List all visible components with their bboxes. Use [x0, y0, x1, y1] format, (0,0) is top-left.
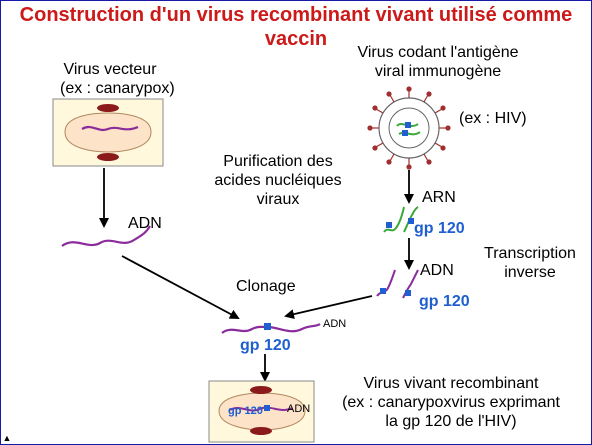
recombinant-gp-marker [264, 323, 271, 330]
hiv-gp-marker-1 [405, 122, 411, 128]
rna-gp-marker-2 [408, 218, 414, 224]
result-label: Virus vivant recombinant (ex : canarypox… [320, 374, 582, 431]
cell-gp-label: gp 120 [228, 405, 263, 417]
vector-label-line-2: (ex : canarypox) [60, 80, 175, 97]
cdna-gp-marker-1 [380, 288, 386, 294]
recombinant-nucleus-bottom [250, 427, 272, 435]
hiv-virus [367, 86, 451, 170]
cloning-label: Clonage [236, 278, 296, 295]
cdna-label: ADN [420, 262, 454, 279]
hiv-spikes [367, 86, 451, 170]
result-line-2: (ex : canarypoxvirus exprimant [342, 394, 560, 411]
diagram-title: Construction d'un virus recombinant viva… [0, 3, 592, 51]
vector-label: Virus vecteur (ex : canarypox) [60, 60, 175, 98]
coding-virus-line-2: viral immunogène [374, 63, 502, 80]
cell-dna-label: ADN [287, 403, 311, 415]
purification-line-1: Purification des [223, 153, 333, 170]
rna-gp-label: gp 120 [414, 220, 465, 237]
hiv-capsid [388, 107, 430, 149]
rna-label: ARN [422, 189, 456, 206]
recombinant-cell-gp-marker [264, 405, 270, 411]
rna-strand-2 [403, 206, 419, 233]
result-line-1: Virus vivant recombinant [363, 375, 539, 392]
vector-nucleus-top [97, 104, 119, 112]
cdna-gp-label: gp 120 [419, 293, 470, 310]
transcription-label: Transcription inverse [470, 244, 590, 282]
vector-cell-body [64, 112, 152, 153]
vector-label-line-1: Virus vecteur [63, 61, 157, 78]
purification-label: Purification des acides nucléiques virau… [203, 152, 353, 209]
transcription-line-2: inverse [504, 264, 556, 281]
arrow-cdna-to-cloning [284, 295, 373, 320]
vector-dna-strand [81, 125, 139, 132]
recombinant-dna-label: ADN [323, 318, 347, 330]
coding-virus-label: Virus codant l'antigène viral immunogène [342, 43, 534, 81]
title-line-2: vaccin [264, 28, 328, 50]
purification-line-3: viraux [256, 191, 300, 208]
recombinant-cell-dna [229, 406, 293, 412]
coding-virus-line-1: Virus codant l'antigène [357, 44, 519, 61]
rna-gp-marker-1 [386, 222, 392, 228]
triangle-up-icon[interactable]: ▲ [2, 433, 12, 443]
transcription-line-1: Transcription [484, 245, 576, 262]
purification-line-2: acides nucléiques [214, 172, 342, 189]
result-line-3: la gp 120 de l'HIV) [385, 413, 517, 430]
hiv-gp-marker-2 [402, 130, 408, 136]
vector-dna-label: ADN [128, 215, 162, 232]
title-line-1: Construction d'un virus recombinant viva… [19, 4, 573, 26]
vector-virus-cell [52, 98, 164, 167]
hiv-rna-2 [398, 131, 421, 136]
arrow-dna-to-cloning [121, 255, 240, 319]
recombinant-virus-cell [208, 380, 315, 443]
recombinant-cell-body [218, 392, 306, 431]
cdna-gp-marker-2 [405, 290, 411, 296]
rna-strand-1 [383, 206, 405, 233]
recombinant-gp-label: gp 120 [240, 337, 291, 354]
vector-nucleus-bottom [97, 153, 119, 161]
hiv-example-label: (ex : HIV) [459, 110, 527, 127]
vector-dna [61, 225, 151, 247]
recombinant-nucleus-top [250, 386, 272, 394]
